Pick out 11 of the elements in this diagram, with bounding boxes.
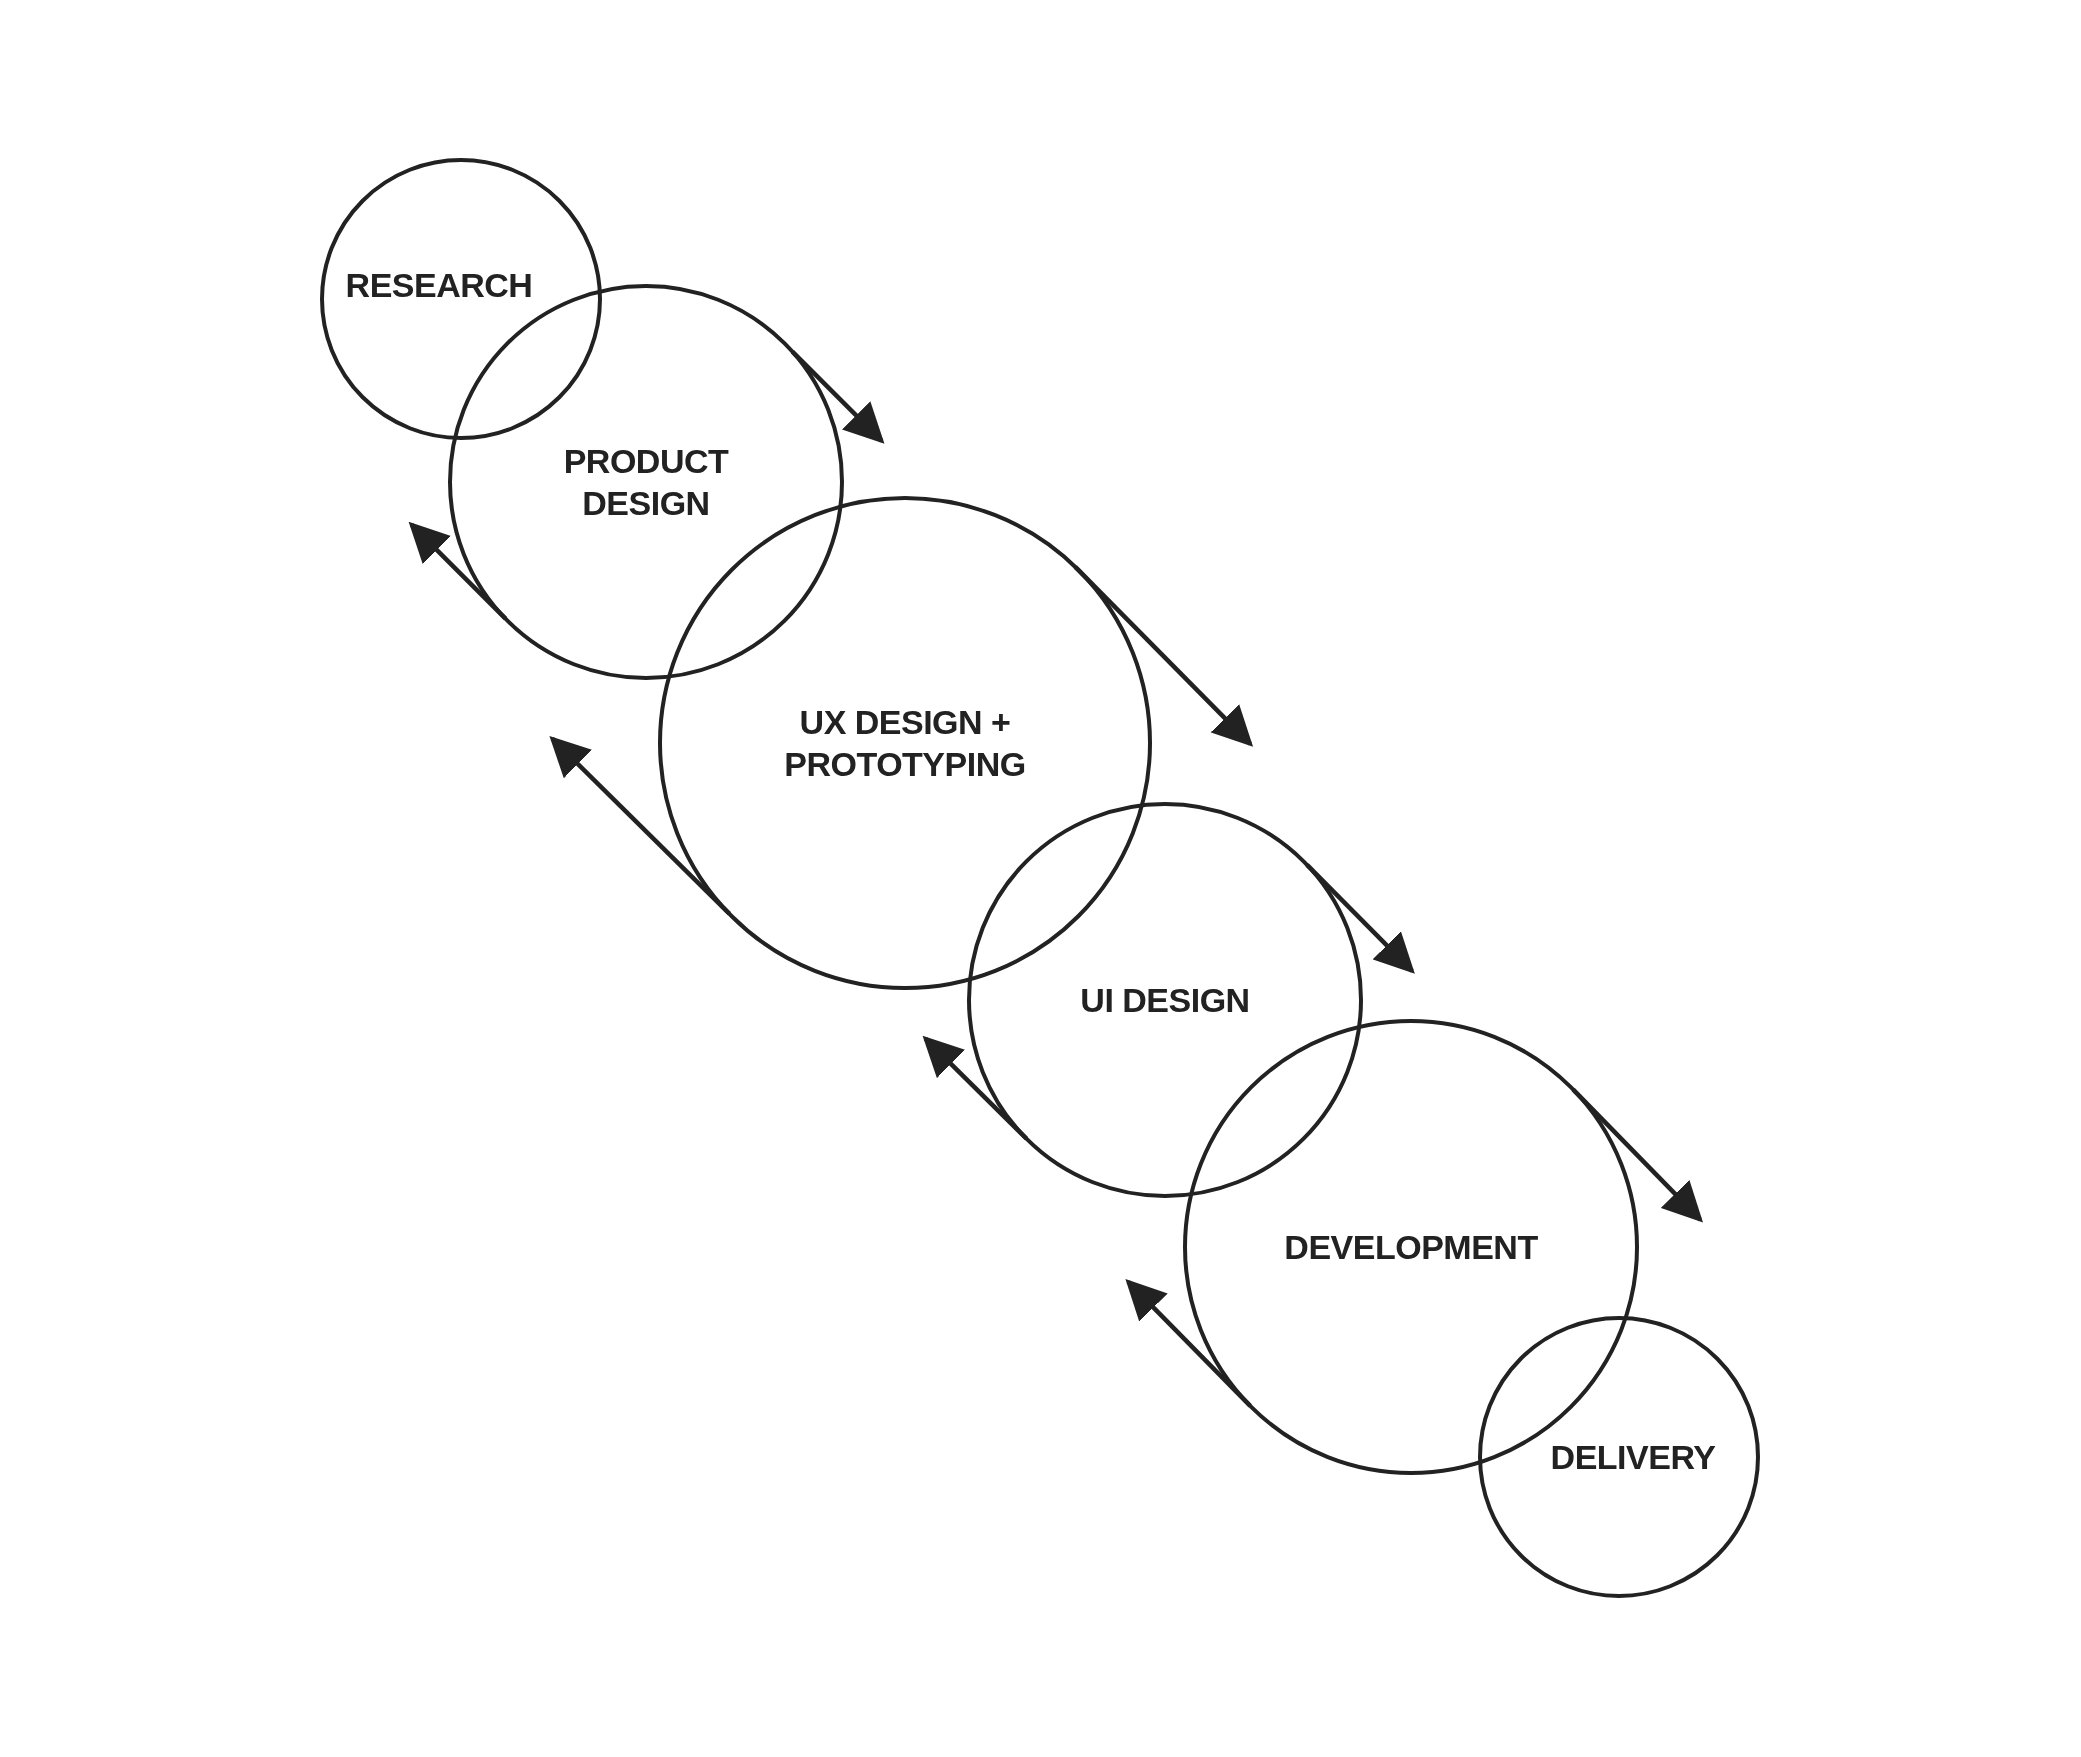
stage-label: UI DESIGN [1079,980,1251,1021]
stage-circle [318,156,604,442]
stage-label: DEVELOPMENT [1283,1227,1539,1268]
stage-label: DELIVERY [1549,1437,1717,1478]
stage-circle [1476,1314,1762,1600]
arrow [408,521,508,621]
stage-label: PRODUCT DESIGN [562,441,730,524]
stage-label: RESEARCH [344,265,534,306]
stage-circle [965,800,1365,1200]
stage-label: UX DESIGN + PROTOTYPING [783,702,1027,785]
arrow [1305,863,1415,974]
